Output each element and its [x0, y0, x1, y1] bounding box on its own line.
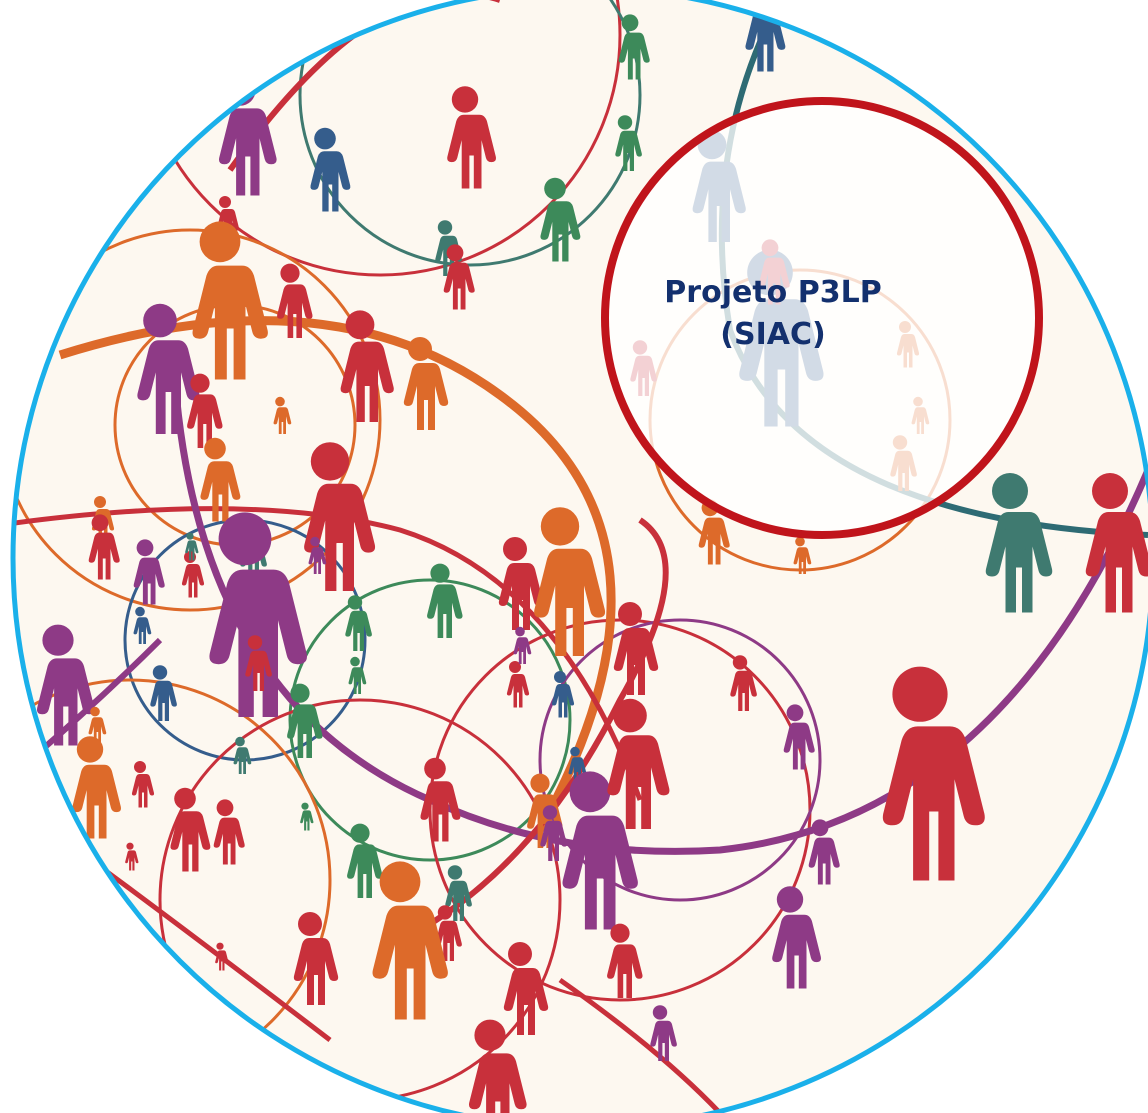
project-title-line2: (SIAC): [720, 317, 826, 352]
highlight-ring: [601, 97, 1043, 539]
project-title: Projeto P3LP (SIAC): [643, 272, 903, 356]
project-title-line1: Projeto P3LP: [664, 275, 882, 310]
highlight-disc: [605, 101, 1039, 535]
outer-ring: [10, 0, 1148, 1113]
